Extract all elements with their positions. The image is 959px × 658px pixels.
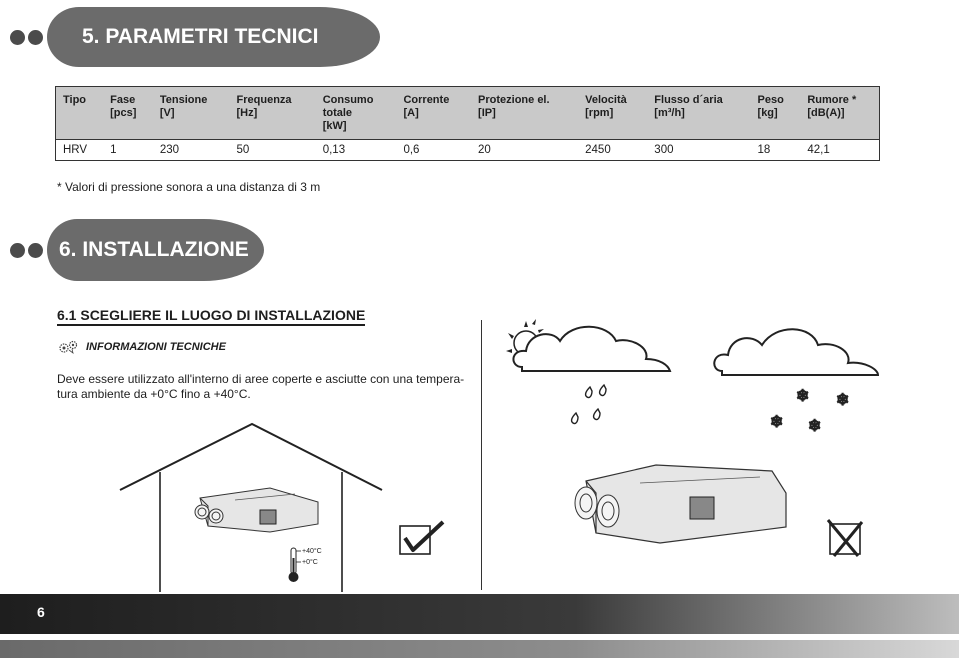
spec-header-line: Fase (110, 94, 136, 106)
spec-header-cell: Tipo (55, 86, 104, 140)
spec-cell: 50 (229, 139, 316, 161)
svg-text:❄: ❄ (808, 416, 821, 435)
spec-cell: 2450 (578, 139, 648, 161)
section-6-title: 6. INSTALLAZIONE (47, 219, 264, 281)
spec-cell: 0,6 (396, 139, 472, 161)
spec-header-cell: Velocità[rpm] (578, 86, 648, 140)
cloud-icon (512, 325, 672, 372)
thermometer-max-label: +40°C (302, 547, 322, 555)
footnote: * Valori di pressione sonora a una dista… (57, 180, 321, 194)
spec-header-line: Flusso d´aria (654, 94, 723, 106)
weather-illustration: ❄ ❄ ❄ ❄ (506, 319, 880, 544)
rain-drops-icon (570, 383, 607, 425)
spec-header-line: [dB(A)] (807, 107, 845, 119)
spec-header-line: Rumore * (807, 94, 857, 106)
spec-header-line: [rpm] (585, 107, 614, 119)
section-6-header: 6. INSTALLAZIONE (10, 219, 264, 281)
snowflake-icon: ❄ ❄ ❄ ❄ (769, 385, 850, 435)
checkmark-icon (399, 520, 445, 555)
spec-header-line: Protezione el. (478, 94, 550, 106)
thermometer-icon: +40°C +0°C (288, 547, 322, 582)
info-gears-icon (59, 340, 78, 354)
spec-header-line: [A] (403, 107, 419, 119)
spec-header-line: [pcs] (110, 107, 137, 119)
subsection-title: 6.1 SCEGLIERE IL LUOGO DI INSTALLAZIONE (57, 307, 366, 326)
spec-cell: 42,1 (800, 139, 881, 161)
spec-cell: 1 (103, 139, 153, 161)
footer-bar-lower (0, 640, 959, 658)
spec-cell: 0,13 (315, 139, 397, 161)
spec-cell: 20 (471, 139, 579, 161)
cross-icon (826, 519, 864, 557)
info-label: INFORMAZIONI TECNICHE (86, 341, 226, 353)
spec-cell: HRV (55, 139, 104, 161)
svg-text:❄: ❄ (796, 386, 809, 405)
spec-header-cell: Fase[pcs] (103, 86, 153, 140)
spec-cell: 300 (647, 139, 751, 161)
header-dots (10, 29, 43, 45)
header-dots (10, 242, 43, 258)
info-row: INFORMAZIONI TECNICHE (58, 340, 226, 354)
spec-header-cell: Corrente[A] (396, 86, 472, 140)
cloud-icon (713, 328, 880, 376)
spec-header-line: Consumo (322, 94, 374, 106)
spec-header-line: Frequenza (236, 94, 292, 106)
spec-header-line: Peso (757, 94, 784, 106)
spec-header-line: [Hz] (236, 107, 258, 119)
spec-header-line: Tipo (63, 94, 87, 106)
hrv-unit-icon (574, 464, 787, 544)
hrv-unit-icon (194, 487, 319, 533)
section-5-header: 5. PARAMETRI TECNICI (10, 7, 380, 67)
divider-line (481, 320, 482, 590)
spec-header-line: Velocità (585, 94, 627, 106)
spec-header-line: [IP] (478, 107, 496, 119)
spec-header-cell: Frequenza[Hz] (229, 86, 316, 140)
spec-header-line: Tensione (159, 94, 208, 106)
spec-cell: 18 (750, 139, 801, 161)
spec-header-line: Corrente (403, 94, 450, 106)
spec-header-line: [m³/h] (654, 107, 685, 119)
body-text: Deve essere utilizzato all'interno di ar… (57, 372, 465, 401)
page-number: 6 (37, 604, 45, 620)
svg-text:❄: ❄ (770, 412, 783, 431)
house-illustration: +40°C +0°C (119, 422, 383, 592)
section-5-title: 5. PARAMETRI TECNICI (47, 7, 380, 67)
svg-text:❄: ❄ (836, 390, 849, 409)
spec-header-cell: Peso[kg] (750, 86, 801, 140)
footer-bar (0, 594, 959, 634)
spec-header-cell: Tensione[V] (152, 86, 230, 140)
spec-header-cell: Flusso d´aria[m³/h] (647, 86, 751, 140)
spec-header-cell: Rumore *[dB(A)] (800, 86, 881, 140)
spec-header-cell: Protezione el.[IP] (471, 86, 579, 140)
thermometer-min-label: +0°C (302, 558, 318, 566)
spec-header-line: totale (322, 107, 353, 119)
spec-cell: 230 (152, 139, 230, 161)
spec-header-line: [V] (159, 107, 175, 119)
spec-header-line: [kW] (322, 120, 347, 132)
spec-header-line: [kg] (757, 107, 778, 119)
